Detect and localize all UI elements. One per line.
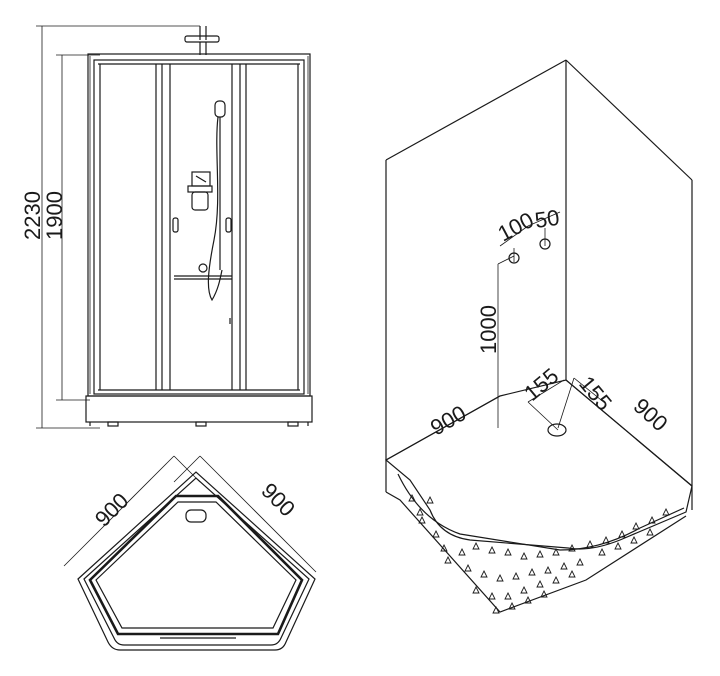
drain-offset-right-label: 155 [574,371,617,415]
door-handle-left [172,217,179,233]
anti-slip-triangle [416,507,424,516]
iso-drain [547,423,567,437]
anti-slip-triangle [552,575,560,584]
anti-slip-triangle [480,569,488,578]
anti-slip-triangle [536,549,544,558]
iso-cabin-outline [385,59,693,510]
anti-slip-triangle [488,591,496,600]
anti-slip-triangle [614,541,622,550]
anti-slip-triangle [512,571,520,580]
anti-slip-triangle [496,573,504,582]
anti-slip-triangle [560,561,568,570]
door-handle-right [225,217,232,233]
shelf [174,263,232,324]
anti-slip-triangle [508,601,516,610]
anti-slip-triangle [444,555,452,564]
anti-slip-triangle [408,493,416,502]
drain-dimension-lines [527,377,607,431]
plan-drain [185,509,207,523]
wall-outlet-right [539,238,551,250]
anti-slip-triangle [504,591,512,600]
iso-view: 100 50 1000 155 155 900 900 [384,59,693,614]
anti-slip-triangle [648,515,656,524]
anti-slip-triangle [488,545,496,554]
anti-slip-pattern [408,493,670,614]
anti-slip-triangle [464,563,472,572]
anti-slip-triangle [440,543,448,552]
plan-left-side-label: 900 [90,488,134,532]
front-view: 2230 1900 [20,25,313,429]
hand-shower [207,100,226,302]
plan-dimension-lines [63,455,317,573]
anti-slip-triangle [520,551,528,560]
plan-view: 900 900 [63,455,317,651]
anti-slip-triangle [540,589,548,598]
anti-slip-triangle [432,529,440,538]
anti-slip-triangle [586,539,594,548]
anti-slip-triangle [598,547,606,556]
anti-slip-triangle [472,585,480,594]
anti-slip-triangle [646,527,654,536]
anti-slip-triangle [492,605,500,614]
anti-slip-triangle [418,515,426,524]
tray-outline [77,471,316,651]
anti-slip-triangle [528,567,536,576]
anti-slip-triangle [552,547,560,556]
anti-slip-triangle [602,535,610,544]
door-height-label: 1900 [42,191,67,240]
anti-slip-triangle [568,569,576,578]
anti-slip-triangle [458,547,466,556]
anti-slip-triangle [576,557,584,566]
anti-slip-triangle [536,579,544,588]
outlet-spacing-a-label: 100 [494,207,538,246]
wall-outlet-left [508,252,520,264]
anti-slip-triangle [630,535,638,544]
drain-offset-left-label: 155 [519,363,563,406]
anti-slip-triangle [426,495,434,504]
anti-slip-triangle [662,507,670,516]
overall-height-label: 2230 [20,191,45,240]
anti-slip-triangle [504,547,512,556]
anti-slip-triangle [520,585,528,594]
anti-slip-triangle [544,565,552,574]
cabin-frame [87,53,311,397]
anti-slip-triangle [632,521,640,530]
outlet-height-label: 1000 [476,305,501,354]
outlet-spacing-b-label: 50 [533,205,561,233]
mixer-panel [187,171,213,211]
shower-tray-base [85,395,313,427]
height-dimension-lines [36,25,200,429]
plan-right-side-label: 900 [256,478,300,522]
rain-shower-head [184,26,220,55]
outlet-dimension-lines [497,211,567,428]
anti-slip-triangle [618,529,626,538]
iso-right-side-label: 900 [629,393,673,436]
anti-slip-triangle [568,543,576,552]
anti-slip-triangle [524,595,532,604]
anti-slip-triangle [472,541,480,550]
